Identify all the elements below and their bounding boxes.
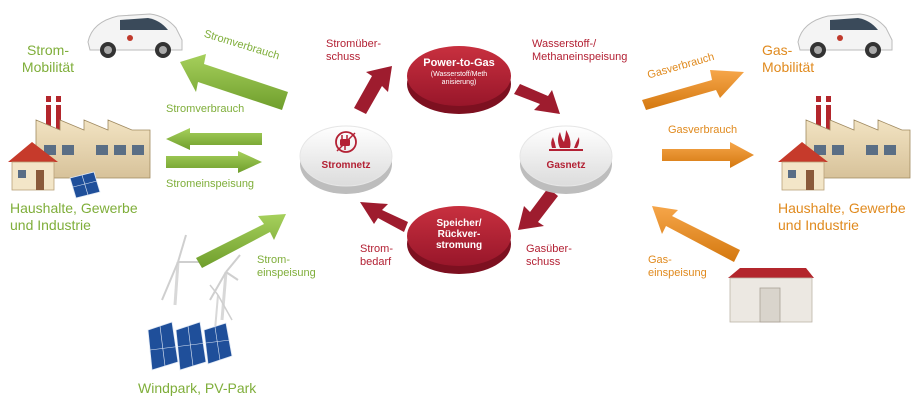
- gas-station-building-icon: [728, 268, 814, 323]
- speicher-disc: [407, 206, 511, 274]
- arrow-stromverbrauch-mid: [166, 128, 262, 150]
- solar-park-icon: [147, 321, 233, 371]
- label-stromueberschuss: Stromüber- schuss: [326, 38, 382, 64]
- arrow-cycle-to-gasnetz: [514, 84, 560, 114]
- solar-panel-icon-left: [69, 171, 101, 199]
- gasnetz-disc: [519, 125, 613, 194]
- label-stromeinspeisung-mid: Stromeinspeisung: [166, 178, 255, 190]
- label-gas-haushalte: Haushalte, Gewerbe und Industrie: [778, 200, 906, 233]
- label-wasserstoff: Wasserstoff-/ Methaneinspeisung: [532, 38, 628, 64]
- arrow-cycle-to-ptg: [354, 66, 392, 114]
- stromnetz-disc: [299, 125, 393, 194]
- factory-icon-left: [35, 96, 151, 179]
- label-gas-mobilitaet: Gas- Mobilität: [762, 42, 815, 75]
- arrow-stromverbrauch-top: [180, 54, 288, 110]
- label-gasverbrauch-mid: Gasverbrauch: [668, 124, 738, 136]
- speicher-label: Speicher/ Rückver- stromung: [435, 218, 483, 251]
- label-gaseinspeisung: Gas- einspeisung: [648, 254, 707, 280]
- ptg-title: Power-to-Gas: [423, 57, 495, 69]
- arrow-gasverbrauch-top: [642, 70, 744, 110]
- car-icon-left: [87, 13, 183, 58]
- arrow-stromeinspeisung-mid: [166, 151, 262, 173]
- house-icon-right: [778, 142, 828, 191]
- ptg-subtitle: (Wasserstoff/Meth anisierung): [430, 71, 488, 86]
- plug-icon: [335, 131, 357, 153]
- label-stromverbrauch-mid: Stromverbrauch: [166, 103, 245, 115]
- arrow-gaseinspeisung: [652, 206, 740, 262]
- arrow-cycle-to-stromnetz: [360, 202, 408, 232]
- label-gasueberschuss: Gasüber- schuss: [526, 243, 572, 269]
- wind-turbine-icon: [161, 234, 241, 331]
- label-strom-haushalte: Haushalte, Gewerbe und Industrie: [10, 200, 138, 233]
- stromnetz-label: Stromnetz: [321, 160, 371, 171]
- ptg-disc: [407, 46, 511, 114]
- house-icon-left: [8, 142, 58, 191]
- flame-icon: [549, 130, 583, 151]
- gasnetz-label: Gasnetz: [546, 160, 586, 171]
- arrow-cycle-to-speicher: [518, 188, 558, 230]
- label-strom-mobilitaet: Strom- Mobilität: [21, 42, 75, 75]
- factory-icon-right: [805, 96, 911, 179]
- label-stromeinspeisung-low: Strom- einspeisung: [257, 254, 316, 280]
- label-windpark: Windpark, PV-Park: [138, 380, 257, 396]
- arrow-gasverbrauch-mid: [662, 142, 754, 168]
- label-strombedarf: Strom- bedarf: [360, 243, 393, 269]
- arrow-stromeinspeisung-low: [196, 214, 286, 268]
- car-icon-right: [797, 13, 893, 58]
